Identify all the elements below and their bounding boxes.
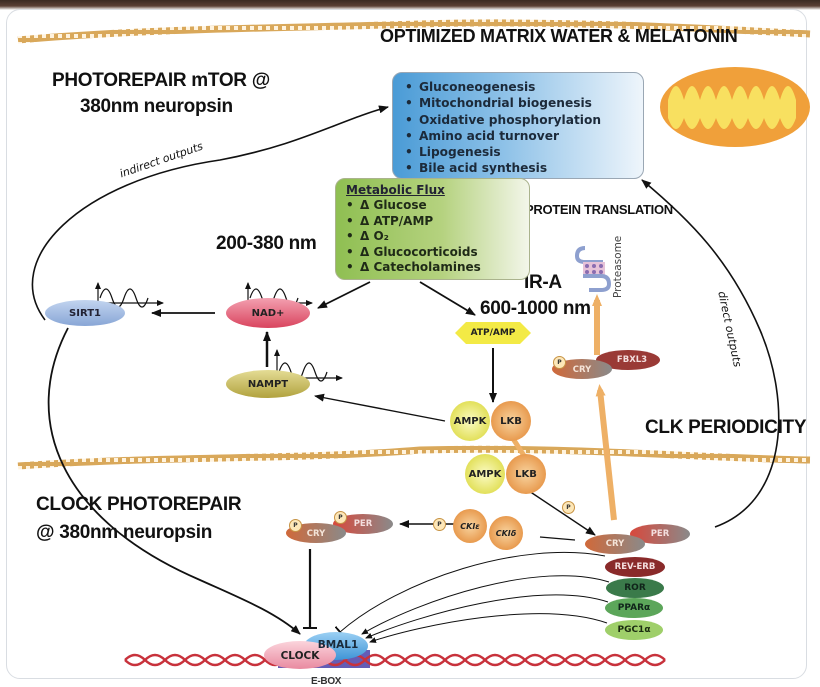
fbxl3-node-shape — [596, 350, 660, 370]
phospho-badge: P — [289, 519, 302, 532]
ampk-bottom-node: AMPK — [468, 468, 502, 480]
per-right-node: PER — [650, 529, 670, 539]
clock-photorepair-label-1: CLOCK PHOTOREPAIR — [36, 494, 242, 515]
cki-d-shape — [489, 516, 523, 550]
pgc1-alpha-node: PGC1α — [617, 625, 651, 635]
ror-to-bmal1-arrow — [361, 575, 610, 635]
phospho-badge: P — [433, 518, 446, 531]
outputs-box: Gluconeogenesis Mitochondrial biogenesis… — [392, 72, 644, 179]
clock-shape — [264, 641, 336, 669]
lkb-top-shape — [491, 401, 531, 441]
pgc1-shape — [605, 620, 663, 640]
flux-item: Δ ATP/AMP — [346, 214, 529, 230]
metabolic-flux-list: Δ Glucose Δ ATP/AMP Δ O₂ Δ Glucocorticoi… — [336, 198, 529, 276]
photorepair-mtor-label-1: PHOTOREPAIR mTOR @ — [52, 70, 270, 91]
clock-photorepair-label-2: @ 380nm neuropsin — [36, 522, 213, 543]
cry-per-to-fbxl3-arrow — [595, 384, 617, 521]
uv-range-label: 200-380 nm — [216, 233, 317, 254]
indirect-outputs-arrow — [31, 105, 389, 321]
outputs-item: Bile acid synthesis — [405, 160, 643, 176]
ampk-top-node: AMPK — [453, 415, 487, 427]
flux-item: Δ Glucose — [346, 198, 529, 214]
flux-item: Δ Glucocorticoids — [346, 245, 529, 261]
rev-erb-inhibit-bmal1 — [334, 551, 606, 638]
rev-erb-shape — [605, 557, 665, 577]
lkb-bottom-shape — [506, 454, 546, 494]
nad-node-shape — [226, 298, 310, 328]
cry-right-shape — [585, 534, 645, 554]
sirt1-to-clock-arrow — [47, 327, 301, 635]
ppar-shape — [605, 598, 663, 618]
cry-to-cki-link — [539, 536, 576, 541]
phospho-badge: P — [553, 356, 566, 369]
clk-periodicity-label: CLK PERIODICITY — [645, 417, 807, 438]
flux-to-atp-arrow — [419, 281, 476, 316]
lkb-top-node: LKB — [500, 415, 522, 427]
ampk-top-shape — [450, 401, 490, 441]
clock-node: CLOCK — [280, 650, 320, 662]
mitochondrion-icon — [660, 67, 810, 147]
metabolic-flux-title: Metabolic Flux — [346, 183, 445, 197]
diagram-title: OPTIMIZED MATRIX WATER & MELATONIN — [380, 26, 738, 46]
ampk-to-cry-arrow — [519, 484, 596, 536]
dna-strand-icon — [124, 650, 666, 668]
top-membrane — [17, 19, 811, 44]
atp-amp-node: ATP/AMP — [470, 328, 516, 338]
cry-left-node: CRY — [306, 529, 326, 539]
ampk-bottom-shape — [465, 454, 505, 494]
outputs-item: Oxidative phosphorylation — [405, 112, 643, 128]
fbxl3-node: FBXL3 — [616, 355, 648, 365]
ppar-to-bmal1-arrow — [365, 594, 609, 639]
ampk-to-nampt-arrow — [314, 393, 446, 422]
cki-delta-node: CKIδ — [495, 528, 517, 538]
mid-membrane — [17, 445, 811, 470]
per-left-shape — [333, 514, 393, 534]
ror-node: ROR — [624, 583, 646, 593]
nampt-node-shape — [226, 370, 310, 398]
cry-fbxl3-node: CRY — [572, 365, 592, 375]
sirt1-node: SIRT1 — [69, 307, 101, 319]
direct-outputs-arrow — [641, 179, 780, 528]
metabolic-flux-box: Metabolic Flux Δ Glucose Δ ATP/AMP Δ O₂ … — [335, 178, 530, 280]
flux-item: Δ O₂ — [346, 229, 529, 245]
window-top-edge — [0, 0, 820, 10]
lkb-bottom-node: LKB — [515, 468, 537, 480]
cry-fbxl3-shape — [552, 359, 612, 379]
sirt1-node-shape — [45, 300, 125, 326]
proteasome-icon — [574, 246, 612, 292]
ir-a-label: IR-A — [524, 272, 562, 293]
proteasome-label: Proteasome — [612, 235, 624, 298]
phospho-badge: P — [562, 501, 575, 514]
per-left-node: PER — [353, 519, 373, 529]
cki-epsilon-node: CKIε — [460, 521, 480, 531]
nampt-node: NAMPT — [247, 378, 289, 390]
rev-erb-node: REV-ERB — [614, 562, 656, 572]
cry-right-node: CRY — [605, 539, 625, 549]
per-right-shape — [630, 524, 690, 544]
outputs-item: Mitochondrial biogenesis — [405, 95, 643, 111]
flux-to-nad-arrow — [317, 281, 371, 309]
protein-translation-label: PROTEIN TRANSLATION — [525, 202, 673, 217]
ir-a-range-label: 600-1000 nm — [480, 298, 591, 319]
nad-node: NAD+ — [251, 307, 285, 319]
outputs-list: Gluconeogenesis Mitochondrial biogenesis… — [393, 73, 643, 177]
phospho-badge: P — [334, 511, 347, 524]
photorepair-mtor-label-2: 380nm neuropsin — [80, 96, 233, 117]
outputs-item: Lipogenesis — [405, 144, 643, 160]
atp-node-shape — [455, 322, 531, 344]
cki-e-shape — [453, 509, 487, 543]
ror-shape — [606, 578, 664, 598]
outputs-item: Amino acid turnover — [405, 128, 643, 144]
flux-item: Δ Catecholamines — [346, 260, 529, 276]
ppar-alpha-node: PPARα — [617, 603, 651, 613]
ebox-label: E-BOX — [311, 676, 342, 687]
bmal1-node: BMAL1 — [317, 639, 359, 651]
outputs-item: Gluconeogenesis — [405, 79, 643, 95]
pgc1-to-bmal1-arrow — [369, 613, 608, 643]
